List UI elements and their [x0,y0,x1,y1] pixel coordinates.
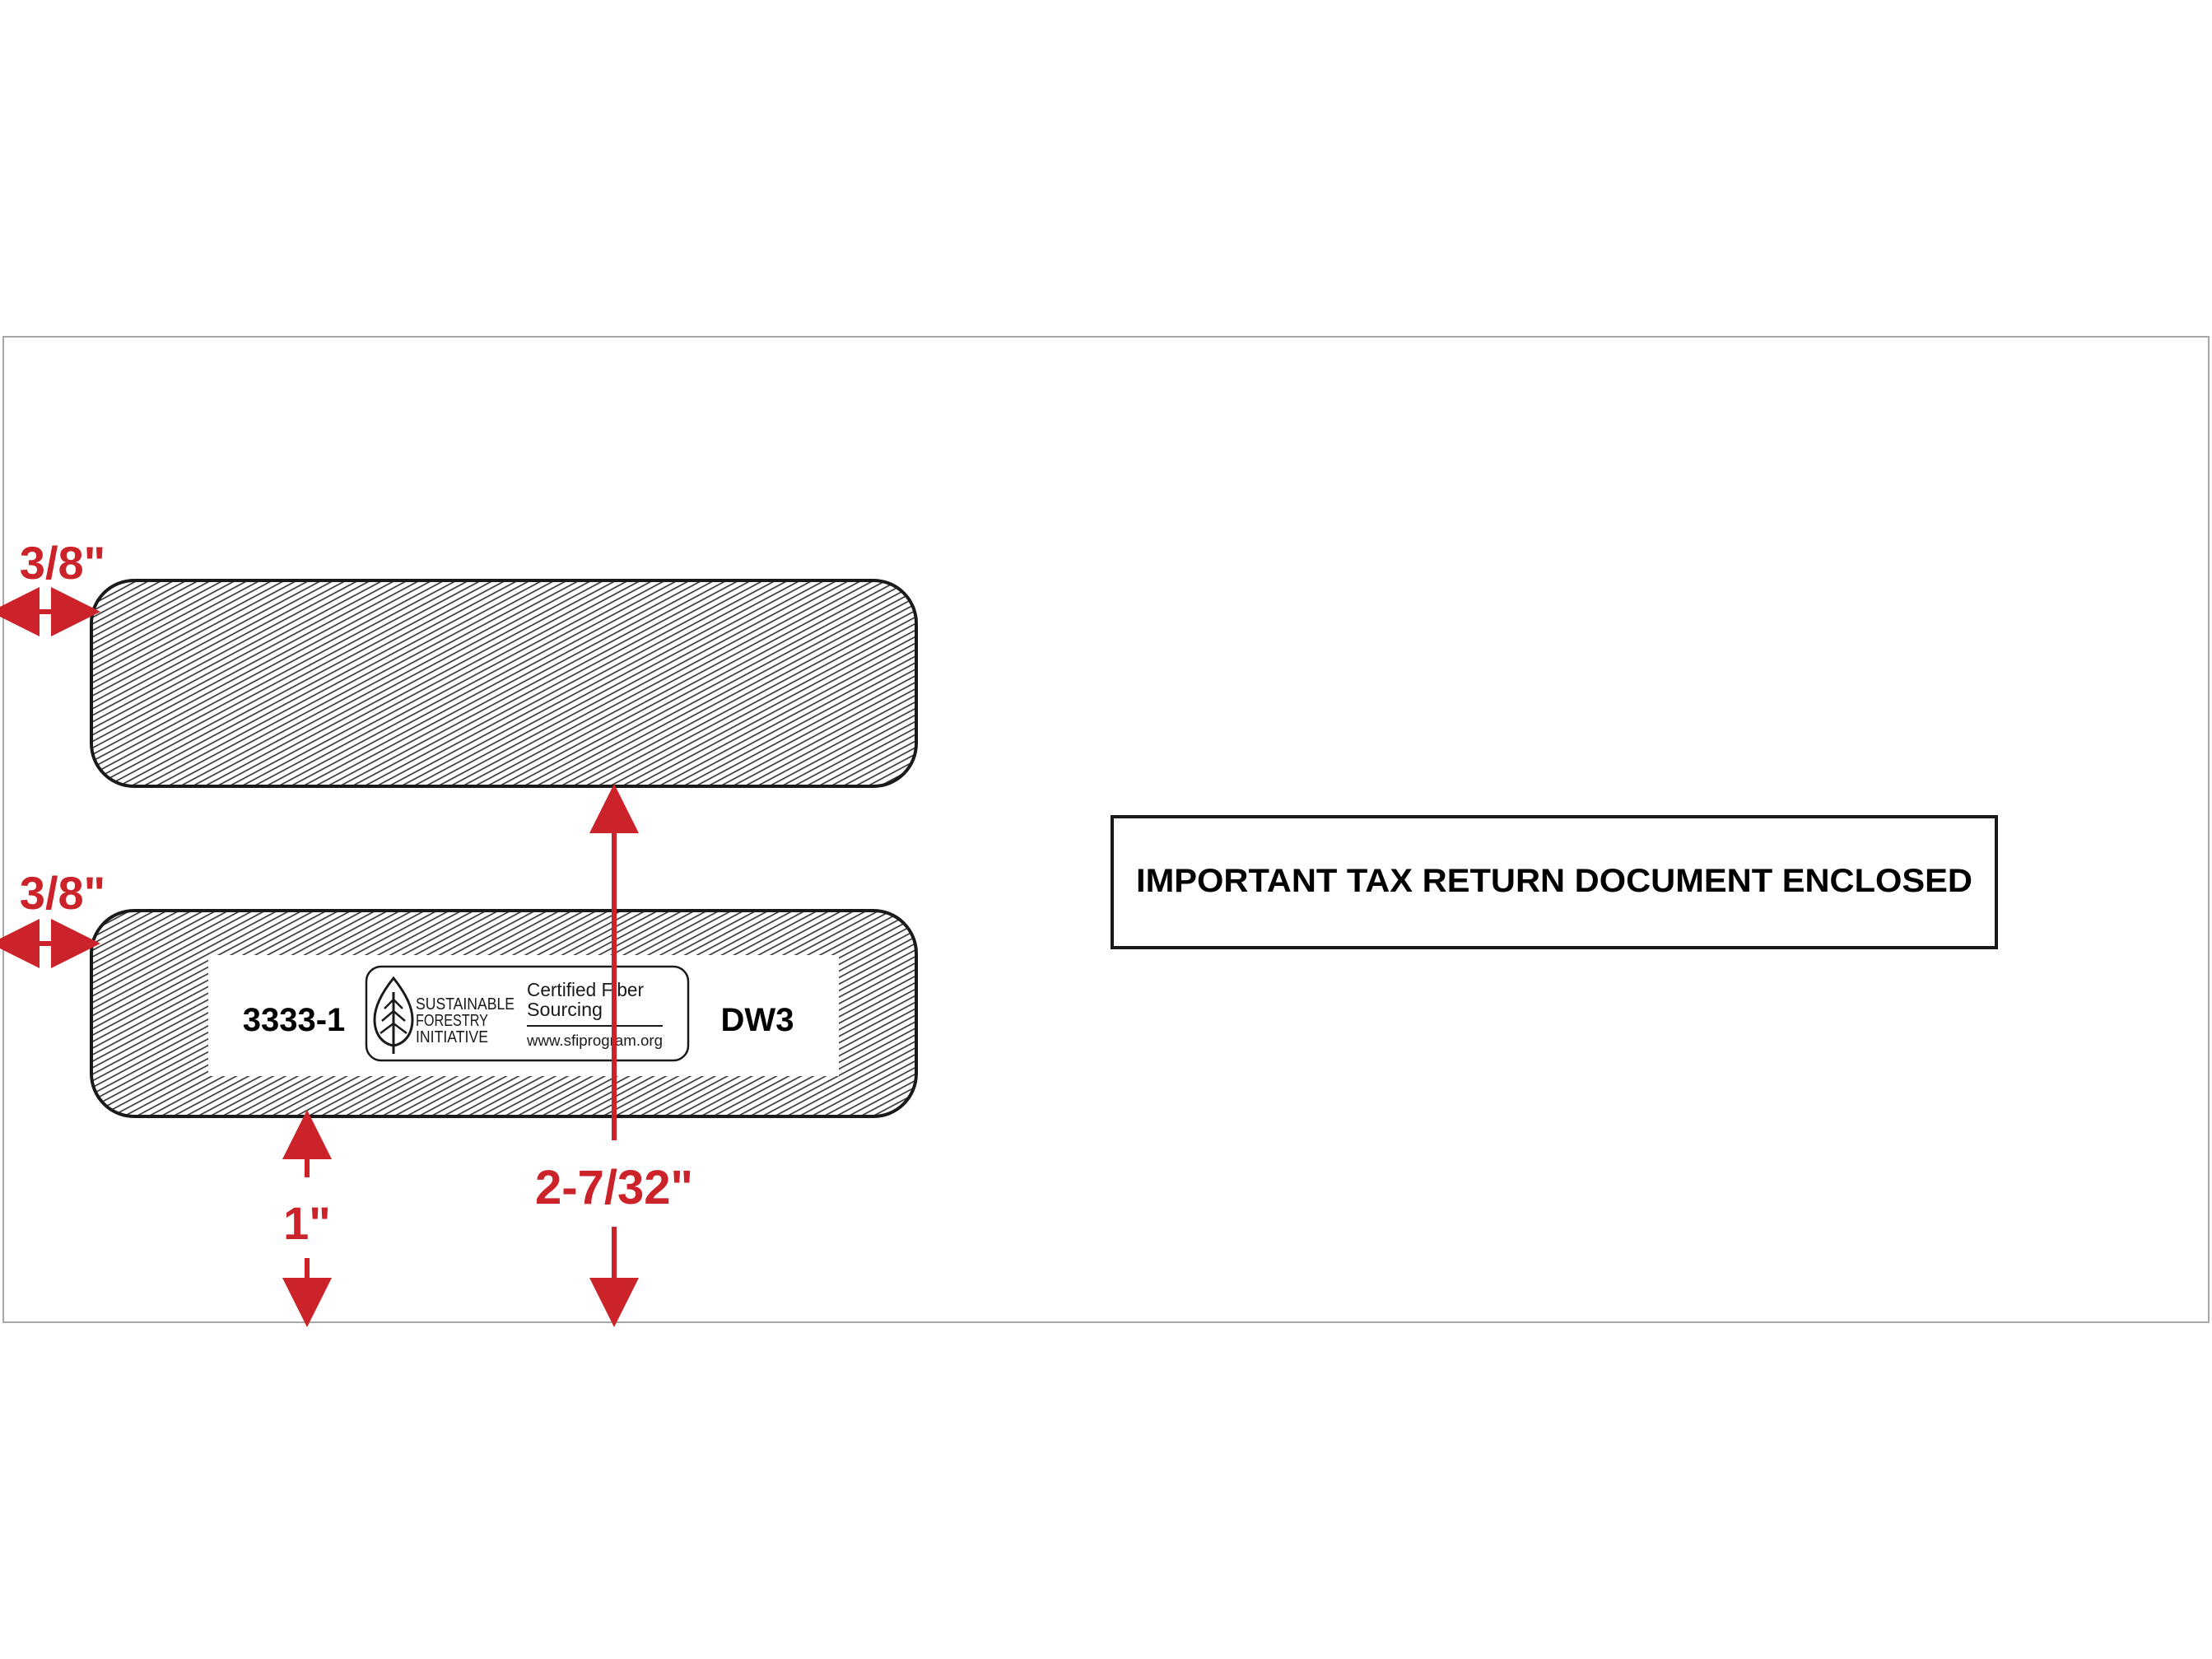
sfi-logo: SUSTAINABLE FORESTRY INITIATIVE Certifie… [365,965,690,1062]
sfi-line-2: FORESTRY [416,1012,488,1030]
dimension-top-left-margin: 3/8" [0,537,105,636]
top-window [90,579,918,788]
dimension-top-left-label: 3/8" [20,537,105,589]
dimension-bottom-margin-label: 1" [283,1197,331,1249]
dimension-bottom-left-margin: 3/8" [0,867,105,968]
sfi-cert-line-2: Sourcing [527,999,603,1020]
dimension-bottom-left-label: 3/8" [20,867,105,919]
stamp-text: IMPORTANT TAX RETURN DOCUMENT ENCLOSED [1136,863,1972,899]
tree-icon [373,976,414,1054]
sfi-url: www.sfiprogram.org [526,1032,663,1049]
style-code: DW3 [721,1002,794,1038]
form-number: 3333-1 [243,1002,346,1038]
sfi-line-1: SUSTAINABLE [416,995,515,1014]
stamp-box [1111,815,1998,949]
dimension-top-window-label: 2-7/32" [535,1161,693,1214]
sfi-logo-frame [365,965,690,1062]
dimension-top-window-height: 2-7/32" [535,784,693,1327]
dimension-bottom-margin: 1" [282,1110,332,1327]
sfi-cert-line-1: Certified Fiber [527,979,644,1000]
sfi-line-3: INITIATIVE [416,1028,488,1046]
